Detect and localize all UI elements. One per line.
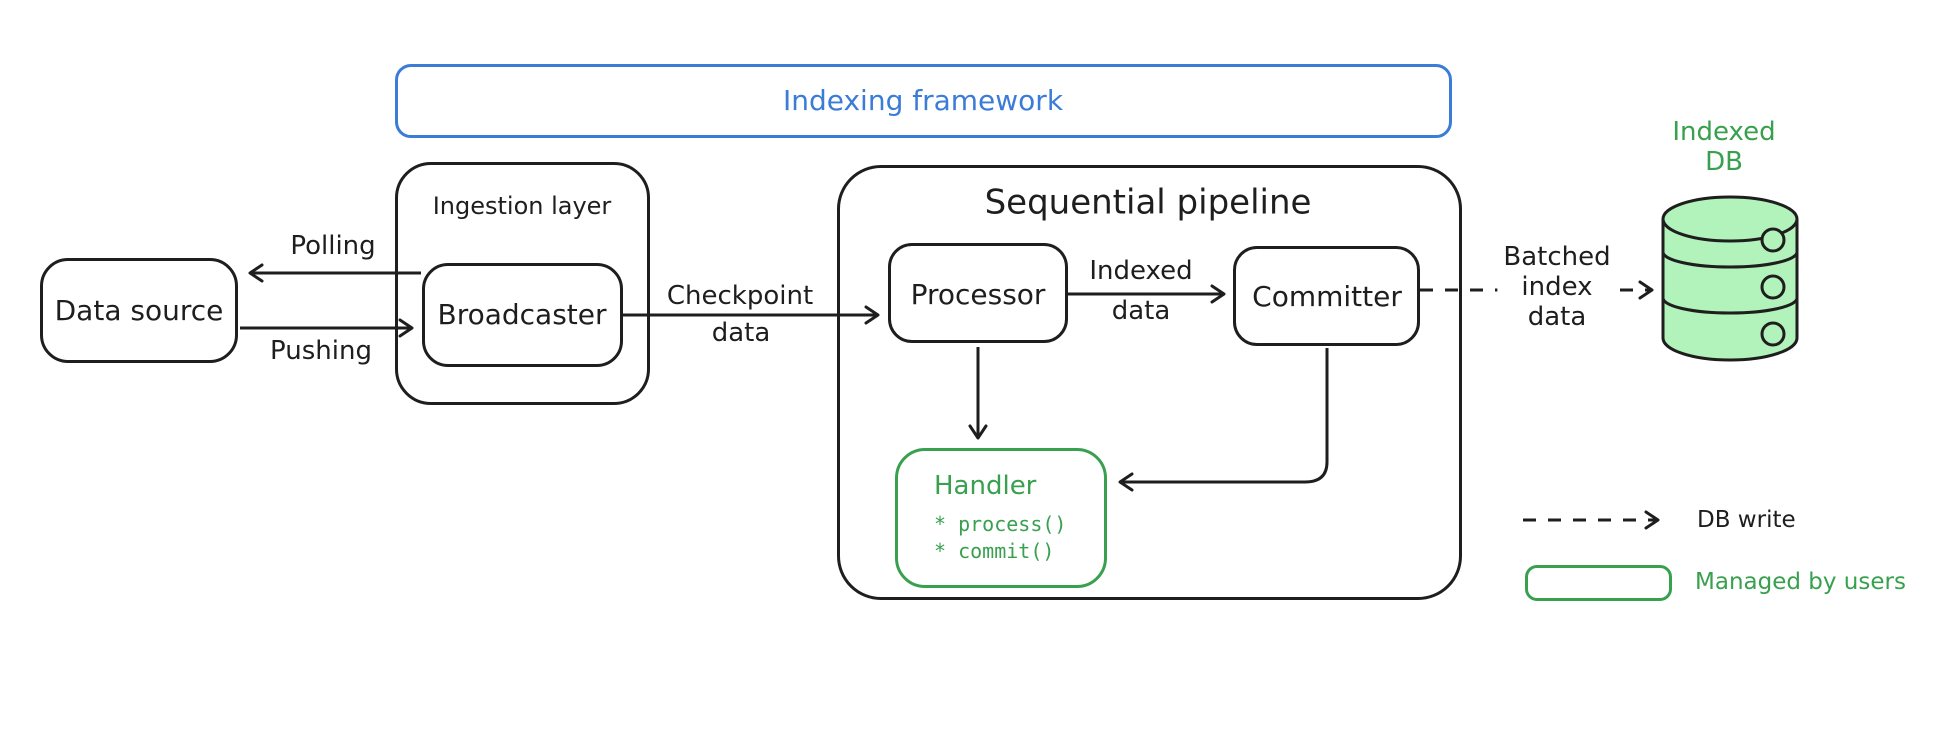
- checkpoint-data-label: Checkpoint: [666, 281, 814, 312]
- batched-label-line3: data: [1527, 301, 1587, 332]
- committer-label: Committer: [1252, 279, 1402, 313]
- committer-box: [1233, 246, 1420, 346]
- handler-box: Handler * process() * commit(): [895, 448, 1107, 588]
- legend-db-write-label: DB write: [1697, 506, 1796, 533]
- sequential-pipeline-title: Sequential pipeline: [984, 182, 1312, 223]
- ingestion-layer-label: Ingestion layer: [432, 192, 612, 221]
- indexed-db-label-line2: DB: [1705, 147, 1743, 177]
- database-cylinder-icon: [1661, 195, 1799, 362]
- batched-index-data-label: Batched index data: [1497, 242, 1617, 333]
- batched-label-line1: Batched: [1503, 242, 1611, 273]
- checkpoint-data-label2: data: [711, 318, 771, 349]
- broadcaster-label: Broadcaster: [437, 297, 607, 331]
- legend-managed-label: Managed by users: [1695, 568, 1906, 595]
- legend-managed-box: [1525, 565, 1672, 601]
- indexed-label-line1: Indexed: [1089, 256, 1193, 287]
- batched-label-line2: index: [1521, 272, 1593, 303]
- indexed-data-label2: data: [1111, 296, 1171, 327]
- indexed-db-label-line1: Indexed: [1672, 117, 1776, 148]
- indexed-db-label: Indexed DB: [1672, 117, 1776, 178]
- broadcaster-box: [422, 263, 623, 367]
- indexing-framework-frame: [395, 64, 1452, 138]
- indexed-label-line2: data: [1111, 296, 1171, 327]
- polling-label: Polling: [290, 231, 376, 262]
- data-source-box: [40, 258, 238, 363]
- handler-title: Handler: [934, 471, 1037, 501]
- checkpoint-label-line1: Checkpoint: [666, 281, 814, 312]
- frame-title: Indexing framework: [782, 83, 1064, 117]
- pushing-label: Pushing: [270, 336, 372, 367]
- checkpoint-label-line2: data: [711, 318, 771, 349]
- data-source-label: Data source: [54, 293, 224, 327]
- processor-label: Processor: [910, 277, 1046, 311]
- indexed-data-label: Indexed: [1089, 256, 1193, 287]
- handler-method-process: * process(): [934, 512, 1067, 536]
- committer-to-handler-arrow: [1118, 348, 1329, 492]
- processor-box: [888, 243, 1068, 343]
- handler-method-commit: * commit(): [934, 539, 1055, 563]
